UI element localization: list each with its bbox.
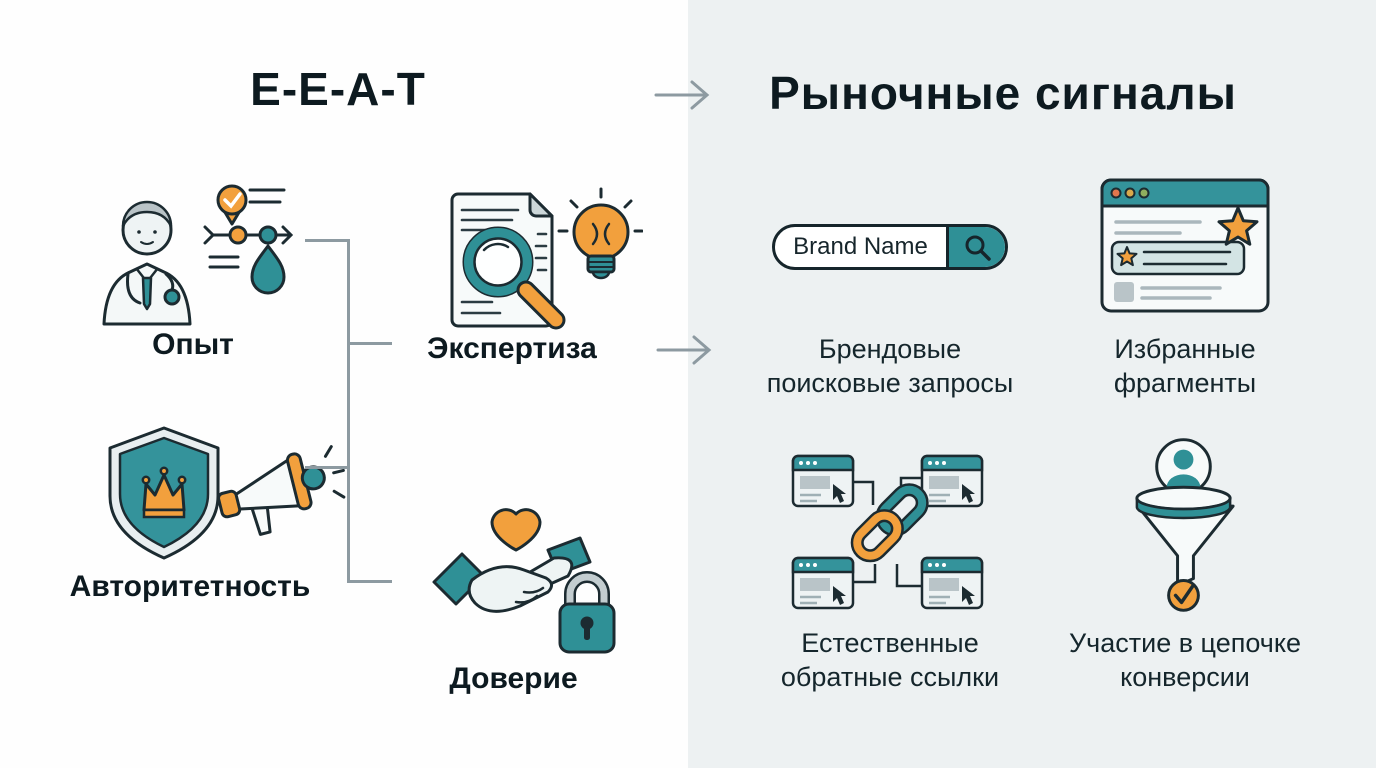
featured-snippets-label-line2: фрагменты [1113, 368, 1257, 398]
trust-label: Доверие [449, 662, 578, 695]
branded-search-label: Брендовые поисковые запросы [748, 332, 1032, 400]
market-signals-panel-background [688, 0, 1376, 768]
natural-backlinks-label-line2: обратные ссылки [780, 662, 1000, 692]
shield-megaphone-icon [108, 426, 346, 560]
search-button [946, 227, 1005, 267]
bracket-stub-authoritativeness [305, 466, 348, 469]
conversion-chain-label-line2: конверсии [1120, 662, 1250, 692]
conversion-chain-label: Участие в цепочке конверсии [1030, 626, 1340, 694]
doctor-experience-icon [102, 184, 294, 326]
experience-label: Опыт [152, 328, 234, 361]
featured-snippets-label: Избранные фрагменты [1085, 332, 1285, 400]
mapping-arrow-icon [656, 335, 712, 365]
document-magnifier-bulb-icon [450, 187, 643, 330]
bracket-stub-experience [305, 239, 348, 242]
authoritativeness-label: Авторитетность [69, 570, 311, 603]
branded-search-label-line1: Брендовые [818, 334, 962, 364]
search-icon [965, 235, 991, 261]
conversion-chain-label-line1: Участие в цепочке [1069, 628, 1301, 658]
natural-backlinks-label: Естественные обратные ссылки [745, 626, 1035, 694]
title-arrow-icon [654, 80, 710, 110]
natural-backlinks-label-line1: Естественные [801, 628, 979, 658]
brand-search-text: Brand Name [793, 233, 928, 260]
backlinks-chain-icon [791, 454, 984, 610]
branded-search-label-line2: поисковые запросы [766, 368, 1014, 398]
expertise-label: Экспертиза [427, 332, 597, 365]
bracket-vertical-line [347, 239, 350, 583]
eeat-title: E-E-A-T [250, 63, 426, 115]
featured-snippet-icon [1100, 178, 1270, 313]
bracket-stub-trust [347, 580, 392, 583]
handshake-heart-lock-icon [432, 508, 616, 654]
featured-snippets-label-line1: Избранные [1114, 334, 1256, 364]
market-signals-title: Рыночные сигналы [769, 67, 1237, 119]
brand-search-bar: Brand Name [772, 224, 1008, 270]
bracket-stub-expertise [347, 342, 392, 345]
conversion-funnel-icon [1135, 438, 1235, 612]
